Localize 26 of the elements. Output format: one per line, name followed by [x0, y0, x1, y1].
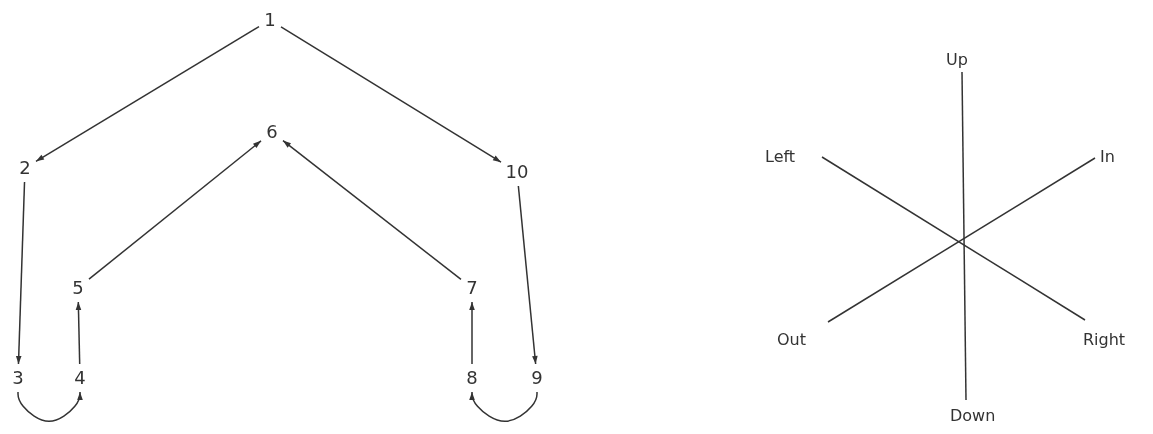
arrow — [280, 26, 502, 163]
arrow — [17, 391, 83, 423]
direction-label: Out — [777, 330, 806, 350]
node-number: 10 — [504, 160, 530, 184]
direction-label: Right — [1083, 330, 1126, 350]
arrow — [35, 25, 260, 163]
node-number: 9 — [529, 366, 545, 390]
arrow — [15, 181, 26, 365]
node-number: 1 — [262, 8, 278, 32]
arrow — [88, 140, 262, 280]
direction-label: In — [1100, 147, 1115, 167]
arrow — [282, 139, 462, 281]
direction-label: Left — [765, 147, 796, 167]
node-number: 8 — [464, 366, 480, 390]
arrow — [469, 301, 475, 365]
node-number: 4 — [72, 366, 88, 390]
node-number: 6 — [264, 120, 280, 144]
arrow — [469, 391, 538, 423]
node-number: 3 — [10, 366, 26, 390]
direction-label: Down — [950, 406, 996, 426]
direction-label: Up — [946, 50, 968, 70]
node-number: 7 — [464, 276, 480, 300]
arrow — [517, 185, 538, 365]
node-number: 5 — [70, 276, 86, 300]
arrow — [75, 301, 82, 365]
node-number: 2 — [17, 156, 33, 180]
